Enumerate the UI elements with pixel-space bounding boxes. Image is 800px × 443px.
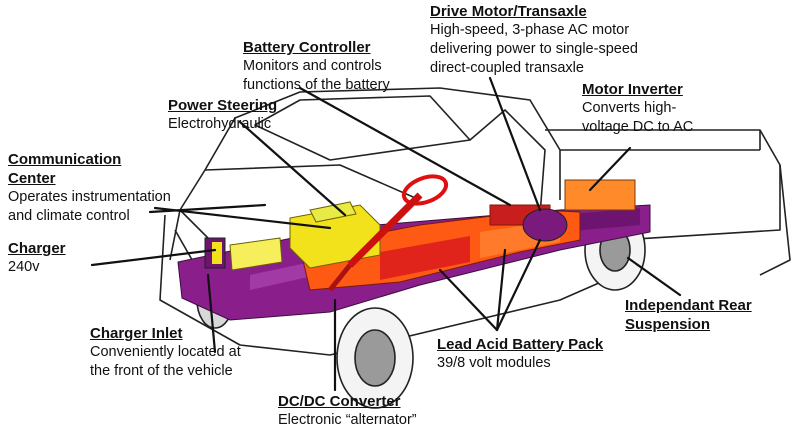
rear-suspension-title-line: Suspension: [625, 316, 711, 333]
charger-inlet-desc-line: Conveniently located at: [90, 344, 241, 360]
leader-battery-pack-b: [495, 248, 507, 332]
wheels: [196, 209, 646, 409]
comm-center-title-line: Communication: [8, 151, 122, 168]
motor-inverter-title: Motor Inverter: [582, 81, 683, 98]
drive-motor-desc-line: High-speed, 3-phase AC motor: [430, 22, 630, 38]
charger-unit: [204, 237, 226, 269]
battery-pack-desc-line: 39/8 volt modules: [437, 355, 551, 371]
battery-controller-desc-line: Monitors and controls: [243, 58, 382, 74]
drive-motor-desc-line: direct-coupled transaxle: [430, 60, 584, 76]
callout-charger-inlet: Charger Inlet Conveniently located at th…: [90, 324, 241, 381]
callout-dcdc-converter: DC/DC Converter Electronic “alternator”: [278, 392, 417, 430]
leader-battery-pack-a: [438, 268, 499, 332]
leader-motor-inverter: [588, 146, 632, 192]
comm-center-desc-line: Operates instrumentation: [8, 189, 171, 205]
leader-battery-pack-c: [495, 238, 542, 332]
charger-inlet-desc-line: the front of the vehicle: [90, 363, 233, 379]
leader-comm-center-a: [153, 206, 332, 230]
callout-power-steering: Power Steering Electrohydraulic: [168, 96, 277, 134]
power-steering-desc-line: Electrohydraulic: [168, 116, 272, 132]
battery-controller-desc-line: functions of the battery: [243, 77, 390, 93]
charger-desc-line: 240v: [8, 259, 40, 275]
comm-center-title-line: Center: [8, 170, 56, 187]
comm-center-desc-line: and climate control: [8, 208, 130, 224]
battery-controller-title: Battery Controller: [243, 39, 371, 56]
callout-rear-suspension: Independant Rear Suspension: [625, 296, 752, 334]
battery-pack-title: Lead Acid Battery Pack: [437, 336, 604, 353]
leader-charger: [90, 248, 217, 267]
leader-comm-center-b: [148, 203, 267, 214]
callout-charger: Charger 240v: [8, 239, 66, 277]
drive-motor-title: Drive Motor/Transaxle: [430, 3, 587, 20]
leader-charger-inlet: [206, 273, 217, 354]
motor-inverter-desc-line: voltage DC to AC: [582, 119, 694, 135]
charger-inlet-title: Charger Inlet: [90, 325, 183, 342]
leader-lines: [90, 76, 682, 392]
callout-drive-motor: Drive Motor/Transaxle High-speed, 3-phas…: [430, 2, 638, 78]
dcdc-title: DC/DC Converter: [278, 393, 401, 410]
leader-power-steering: [238, 120, 347, 217]
battery-controller-box: [229, 201, 381, 271]
drive-motor-desc-line: delivering power to single-speed: [430, 41, 638, 57]
callout-battery-controller: Battery Controller Monitors and controls…: [243, 38, 390, 95]
power-steering-title: Power Steering: [168, 97, 278, 114]
rear-suspension-title-line: Independant Rear: [625, 297, 752, 314]
callout-battery-pack: Lead Acid Battery Pack 39/8 volt modules: [437, 335, 603, 373]
leader-rear-suspension: [626, 256, 682, 297]
dcdc-desc-line: Electronic “alternator”: [278, 412, 417, 428]
leader-drive-motor: [488, 76, 542, 212]
callout-communication-center: Communication Center Operates instrument…: [8, 150, 171, 226]
steering-column: [328, 174, 449, 292]
leader-battery-controller: [298, 86, 512, 207]
callout-motor-inverter: Motor Inverter Converts high- voltage DC…: [582, 80, 693, 137]
motor-inverter-desc-line: Converts high-: [582, 100, 677, 116]
charger-title: Charger: [8, 240, 66, 257]
